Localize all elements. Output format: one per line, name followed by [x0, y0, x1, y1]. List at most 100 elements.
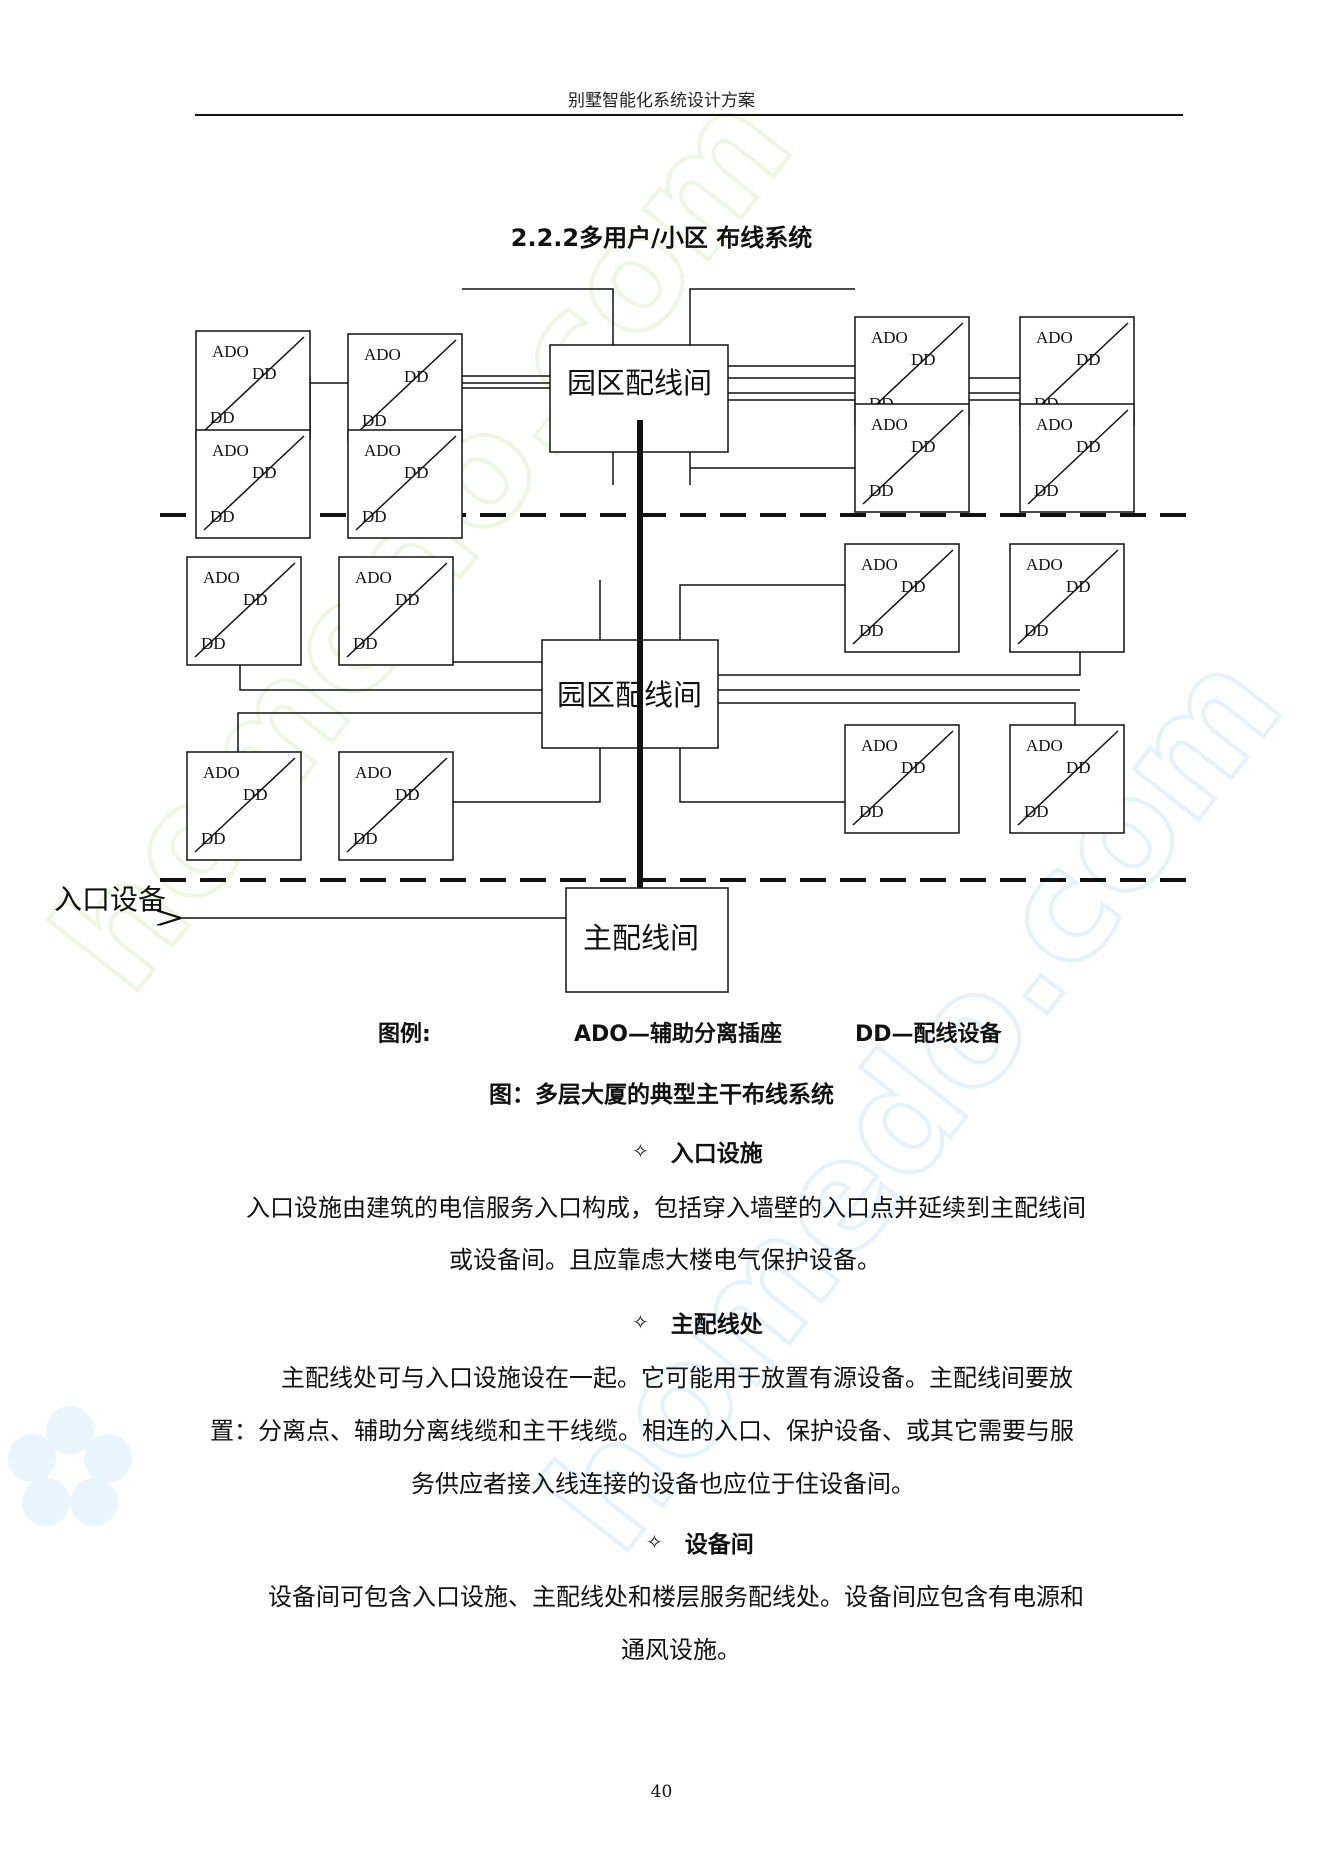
outlet-dd-label: DD [201, 829, 226, 848]
header-rule [195, 114, 1183, 116]
outlet-box-diagonal [852, 549, 954, 645]
outlet-dd-label: DD [404, 463, 429, 482]
outlet-dd-label: DD [210, 408, 235, 427]
outlet-dd-label: DD [362, 411, 387, 430]
page-number: 40 [650, 1782, 673, 1802]
subhead-equipment-room-label: 设备间 [684, 1532, 754, 1558]
outlet-box-diagonal [355, 435, 457, 531]
figure-caption: 图：多层大厦的典型主干布线系统 [489, 1082, 834, 1108]
outlet-ado-label: ADO [203, 763, 240, 782]
outlet-box-diagonal [194, 757, 296, 853]
outlet-ado-label: ADO [364, 345, 401, 364]
paragraph-line: 设备间可包含入口设施、主配线处和楼层服务配线处。设备间应包含有电源和 [268, 1583, 1084, 1611]
outlet-dd-label: DD [1024, 802, 1049, 821]
outlet-dd-label: DD [353, 634, 378, 653]
outlet-box-diagonal [1027, 322, 1129, 418]
paragraph-line: 或设备间。且应靠虑大楼电气保护设备。 [449, 1246, 881, 1274]
outlet-ado-label: ADO [364, 441, 401, 460]
campus-wiring-room-middle [541, 639, 719, 749]
running-header: 别墅智能化系统设计方案 [568, 91, 755, 111]
outlet-dd-label: DD [1076, 437, 1101, 456]
main-wiring-room [565, 887, 729, 993]
outlet-ado-label: ADO [212, 441, 249, 460]
outlet-box-diagonal [1017, 549, 1119, 645]
outlet-dd-label: DD [243, 590, 268, 609]
outlet-ado-label: ADO [871, 415, 908, 434]
outlet-box-diagonal [355, 339, 457, 435]
outlet-ado-label: ADO [1026, 736, 1063, 755]
outlet-box-diagonal [194, 562, 296, 658]
outlet-boxes: ADODDDDADODDDDADODDDDADODDDDADODDDDADODD… [186, 316, 1135, 861]
outlet-ado-label: ADO [1036, 415, 1073, 434]
outlet-dd-label: DD [859, 802, 884, 821]
subhead-entrance-facility-label: 入口设施 [670, 1141, 763, 1167]
outlet-dd-label: DD [1034, 481, 1059, 500]
paragraph-line: 入口设施由建筑的电信服务入口构成，包括穿入墙壁的入口点并延续到主配线间 [246, 1194, 1086, 1222]
outlet-dd-label: DD [869, 481, 894, 500]
outlet-ado-label: ADO [861, 736, 898, 755]
diamond-bullet-icon: ✧ [632, 1310, 649, 1334]
subhead-main-distribution-label: 主配线处 [670, 1312, 763, 1338]
subhead-equipment-room: ✧ 设备间 [646, 1525, 754, 1559]
subhead-main-distribution: ✧ 主配线处 [632, 1305, 763, 1339]
outlet-dd-label: DD [859, 621, 884, 640]
outlet-ado-label: ADO [871, 328, 908, 347]
outlet-ado-label: ADO [212, 342, 249, 361]
outlet-dd-label: DD [201, 634, 226, 653]
outlet-box-diagonal [862, 322, 964, 418]
entrance-equipment-label: 入口设备 [54, 883, 166, 916]
outlet-dd-label: DD [1024, 621, 1049, 640]
outlet-dd-label: DD [395, 590, 420, 609]
outlet-ado-label: ADO [203, 568, 240, 587]
legend-dd: DD—配线设备 [855, 1022, 1002, 1047]
outlet-dd-label: DD [243, 785, 268, 804]
outlet-ado-label: ADO [355, 568, 392, 587]
legend-prefix: 图例: [378, 1022, 431, 1047]
outlet-box-diagonal [203, 435, 305, 531]
outlet-dd-label: DD [210, 507, 235, 526]
section-title: 2.2.2多用户/小区 布线系统 [510, 224, 813, 252]
campus-wiring-room-top-label: 园区配线间 [567, 366, 712, 400]
diamond-bullet-icon: ✧ [632, 1139, 649, 1163]
outlet-dd-label: DD [404, 367, 429, 386]
top-feed-lines [462, 288, 855, 345]
outlet-box-diagonal [203, 336, 305, 432]
main-wiring-room-label: 主配线间 [583, 921, 699, 955]
outlet-ado-label: ADO [355, 763, 392, 782]
outlet-ado-label: ADO [861, 555, 898, 574]
backbone-diagram: 园区配线间 园区配线间 主配线间 入口设备 ADODDDDADODDDDADOD… [54, 288, 1200, 993]
outlet-dd-label: DD [362, 507, 387, 526]
diamond-bullet-icon: ✧ [646, 1530, 663, 1554]
outlet-dd-label: DD [901, 758, 926, 777]
outlet-box-diagonal [1017, 730, 1119, 826]
outlet-dd-label: DD [395, 785, 420, 804]
outlet-box-diagonal [346, 757, 448, 853]
subhead-entrance-facility: ✧ 入口设施 [632, 1134, 763, 1168]
paragraph-line: 主配线处可与入口设施设在一起。它可能用于放置有源设备。主配线间要放 [281, 1364, 1073, 1392]
paragraph-line: 置：分离点、辅助分离线缆和主干线缆。相连的入口、保护设备、或其它需要与服 [210, 1417, 1074, 1445]
outlet-dd-label: DD [1076, 350, 1101, 369]
outlet-dd-label: DD [1066, 758, 1091, 777]
outlet-dd-label: DD [252, 364, 277, 383]
outlet-ado-label: ADO [1036, 328, 1073, 347]
outlet-box-diagonal [852, 730, 954, 826]
outlet-dd-label: DD [911, 437, 936, 456]
paragraph-line: 务供应者接入线连接的设备也应位于住设备间。 [411, 1470, 915, 1498]
watermark-flower-icon [8, 1406, 132, 1526]
outlet-box-diagonal [1027, 409, 1129, 505]
paragraph-line: 通风设施。 [621, 1636, 741, 1664]
outlet-dd-label: DD [901, 577, 926, 596]
outlet-box-diagonal [346, 562, 448, 658]
